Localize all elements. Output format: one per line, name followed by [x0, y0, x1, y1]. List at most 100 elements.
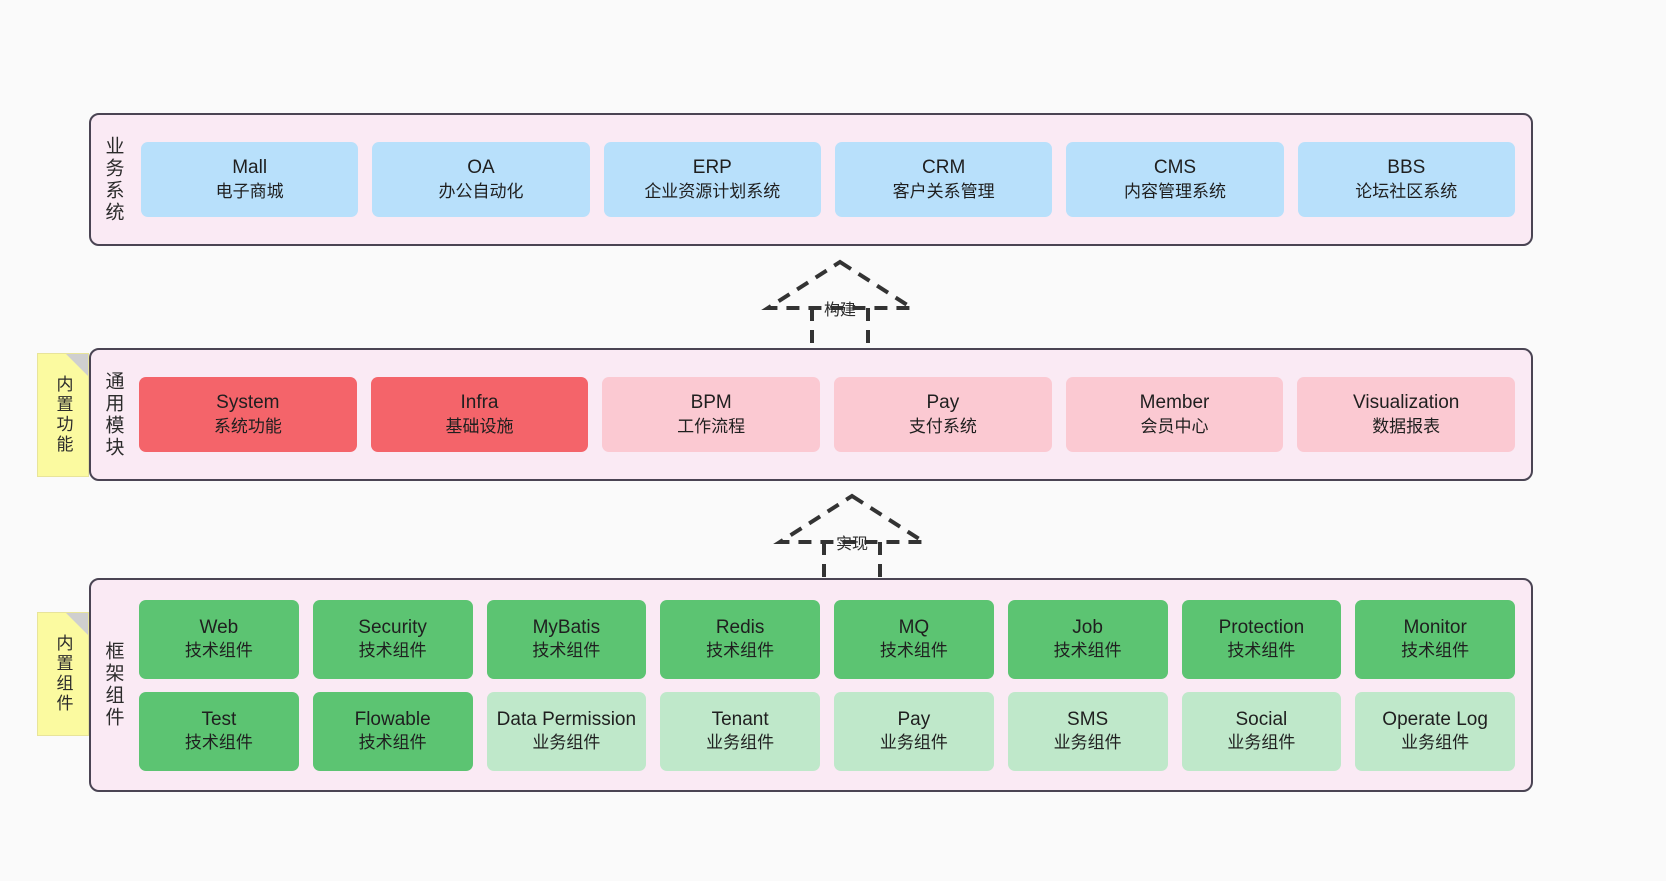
card-title-en: Pay	[897, 708, 931, 730]
card-erp[interactable]: ERP 企业资源计划系统	[603, 142, 821, 217]
card-test[interactable]: Test 技术组件	[139, 691, 299, 771]
card-row: Mall 电子商城 OA 办公自动化 ERP 企业资源计划系统 CRM 客户关系…	[141, 142, 1515, 217]
card-title-en: Operate Log	[1382, 708, 1488, 730]
card-title-en: Data Permission	[496, 708, 637, 730]
card-title-en: System	[216, 392, 280, 414]
card-title-cn: 数据报表	[1372, 416, 1441, 436]
layer-business-system-body: Mall 电子商城 OA 办公自动化 ERP 企业资源计划系统 CRM 客户关系…	[133, 115, 1531, 244]
card-title-cn: 技术组件	[184, 641, 253, 661]
card-title-cn: 办公自动化	[438, 181, 524, 201]
card-title-en: MyBatis	[532, 616, 601, 638]
card-title-cn: 技术组件	[358, 641, 427, 661]
sticky-note-builtin-components: 内置组件	[37, 612, 89, 736]
layer-common-modules-title: 通用模块	[102, 370, 124, 459]
layer-common-modules-body: System 系统功能 Infra 基础设施 BPM 工作流程 Pay 支付系统…	[133, 350, 1531, 479]
card-title-cn: 工作流程	[677, 416, 746, 436]
card-member[interactable]: Member 会员中心	[1065, 377, 1284, 452]
layer-framework-components-title: 框架组件	[102, 641, 124, 729]
card-title-en: Protection	[1218, 616, 1305, 638]
card-title-en: BBS	[1387, 157, 1426, 179]
card-title-cn: 支付系统	[908, 416, 977, 436]
card-title-cn: 业务组件	[879, 733, 948, 753]
card-title-en: Web	[199, 616, 239, 638]
card-title-en: SMS	[1067, 708, 1109, 730]
card-title-cn: 电子商城	[215, 181, 284, 201]
card-title-cn: 业务组件	[532, 733, 601, 753]
card-crm[interactable]: CRM 客户关系管理	[834, 142, 1053, 217]
card-data-permission[interactable]: Data Permission 业务组件	[486, 691, 647, 771]
card-title-en: Pay	[926, 392, 960, 414]
card-cms[interactable]: CMS 内容管理系统	[1066, 142, 1284, 217]
card-title-en: Tenant	[711, 708, 769, 730]
card-bbs[interactable]: BBS 论坛社区系统	[1297, 142, 1515, 217]
card-title-cn: 基础设施	[445, 416, 514, 436]
card-mall[interactable]: Mall 电子商城	[141, 142, 359, 217]
card-title-en: Social	[1235, 708, 1288, 730]
card-sms[interactable]: SMS 业务组件	[1007, 691, 1168, 771]
card-title-cn: 技术组件	[358, 733, 427, 753]
card-title-en: CMS	[1153, 157, 1197, 179]
layer-framework-components-body: Web 技术组件 Security 技术组件 MyBatis 技术组件 Redi…	[133, 580, 1531, 790]
card-redis[interactable]: Redis 技术组件	[660, 599, 820, 679]
card-title-en: Infra	[460, 392, 499, 414]
card-title-cn: 会员中心	[1140, 416, 1209, 436]
card-operate-log[interactable]: Operate Log 业务组件	[1355, 691, 1515, 771]
card-title-en: Visualization	[1353, 392, 1460, 414]
card-title-en: MQ	[898, 616, 930, 638]
layer-business-system: 业务系统 Mall 电子商城 OA 办公自动化 ERP 企业资源计划系统 CRM…	[89, 113, 1533, 246]
card-tenant[interactable]: Tenant 业务组件	[660, 691, 820, 771]
card-security[interactable]: Security 技术组件	[312, 599, 473, 679]
card-title-cn: 客户关系管理	[892, 181, 995, 201]
card-title-cn: 技术组件	[879, 641, 948, 661]
card-system[interactable]: System 系统功能	[139, 377, 357, 452]
card-title-cn: 技术组件	[1227, 641, 1296, 661]
connector-build-label: 构建	[823, 302, 856, 319]
card-title-en: OA	[467, 157, 495, 179]
card-web[interactable]: Web 技术组件	[139, 599, 299, 679]
card-title-cn: 技术组件	[184, 733, 253, 753]
card-pay-component[interactable]: Pay 业务组件	[834, 691, 994, 771]
card-visualization[interactable]: Visualization 数据报表	[1297, 377, 1516, 452]
card-title-cn: 内容管理系统	[1123, 181, 1226, 201]
card-mybatis[interactable]: MyBatis 技术组件	[486, 599, 647, 679]
card-infra[interactable]: Infra 基础设施	[370, 377, 589, 452]
card-job[interactable]: Job 技术组件	[1007, 599, 1168, 679]
card-title-cn: 业务组件	[1227, 733, 1296, 753]
card-social[interactable]: Social 业务组件	[1181, 691, 1342, 771]
card-title-en: ERP	[692, 157, 732, 179]
card-title-en: CRM	[922, 157, 966, 179]
connector-implement: 实现	[772, 492, 932, 592]
card-bpm[interactable]: BPM 工作流程	[602, 377, 821, 452]
connector-implement-label: 实现	[835, 536, 868, 553]
card-title-en: Member	[1139, 392, 1210, 414]
card-title-cn: 业务组件	[706, 733, 775, 753]
card-title-en: Redis	[715, 616, 765, 638]
connector-build: 构建	[760, 258, 920, 358]
card-pay-module[interactable]: Pay 支付系统	[834, 377, 1052, 452]
card-title-en: Job	[1072, 616, 1103, 638]
card-title-cn: 论坛社区系统	[1355, 181, 1458, 201]
card-title-cn: 技术组件	[1053, 641, 1122, 661]
sticky-note-builtin-features: 内置功能	[37, 353, 89, 477]
card-row: Test 技术组件 Flowable 技术组件 Data Permission …	[139, 691, 1515, 771]
card-protection[interactable]: Protection 技术组件	[1181, 599, 1342, 679]
card-title-en: Mall	[232, 157, 268, 179]
layer-framework-components: 框架组件 Web 技术组件 Security 技术组件 MyBatis 技术组件…	[89, 578, 1533, 792]
card-flowable[interactable]: Flowable 技术组件	[312, 691, 473, 771]
card-mq[interactable]: MQ 技术组件	[834, 599, 994, 679]
card-title-cn: 系统功能	[213, 416, 282, 436]
card-monitor[interactable]: Monitor 技术组件	[1355, 599, 1515, 679]
card-title-en: Test	[201, 708, 237, 730]
layer-business-system-title: 业务系统	[102, 135, 124, 224]
card-title-cn: 企业资源计划系统	[644, 181, 781, 201]
card-title-cn: 业务组件	[1401, 733, 1470, 753]
card-title-en: BPM	[690, 392, 732, 414]
card-title-cn: 技术组件	[532, 641, 601, 661]
card-title-en: Monitor	[1403, 616, 1467, 638]
layer-common-modules: 通用模块 System 系统功能 Infra 基础设施 BPM 工作流程 Pay…	[89, 348, 1533, 481]
card-oa[interactable]: OA 办公自动化	[372, 142, 590, 217]
card-row: Web 技术组件 Security 技术组件 MyBatis 技术组件 Redi…	[139, 599, 1515, 679]
card-title-cn: 技术组件	[1401, 641, 1470, 661]
card-title-cn: 技术组件	[706, 641, 775, 661]
